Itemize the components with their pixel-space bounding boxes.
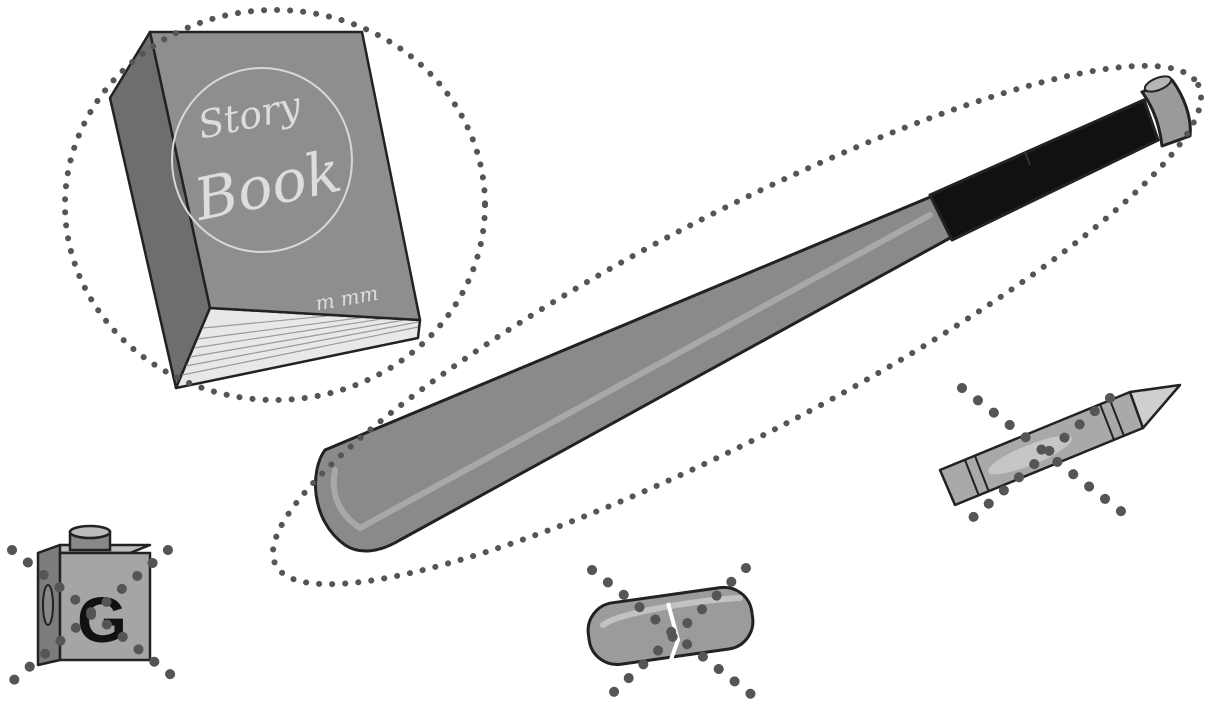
- eraser: [586, 585, 755, 669]
- letter-block: G: [36, 524, 152, 667]
- block-cross-out: [3, 545, 180, 690]
- bat-selection-circle: [269, 62, 1205, 588]
- story-book: Story Book m mm: [108, 30, 422, 390]
- book-selection-circle: [62, 7, 488, 403]
- baseball-bat: [314, 75, 1192, 553]
- block-letter: G: [77, 584, 127, 656]
- eraser-cross-out: [587, 563, 757, 710]
- crayon-cross-out: [957, 383, 1127, 525]
